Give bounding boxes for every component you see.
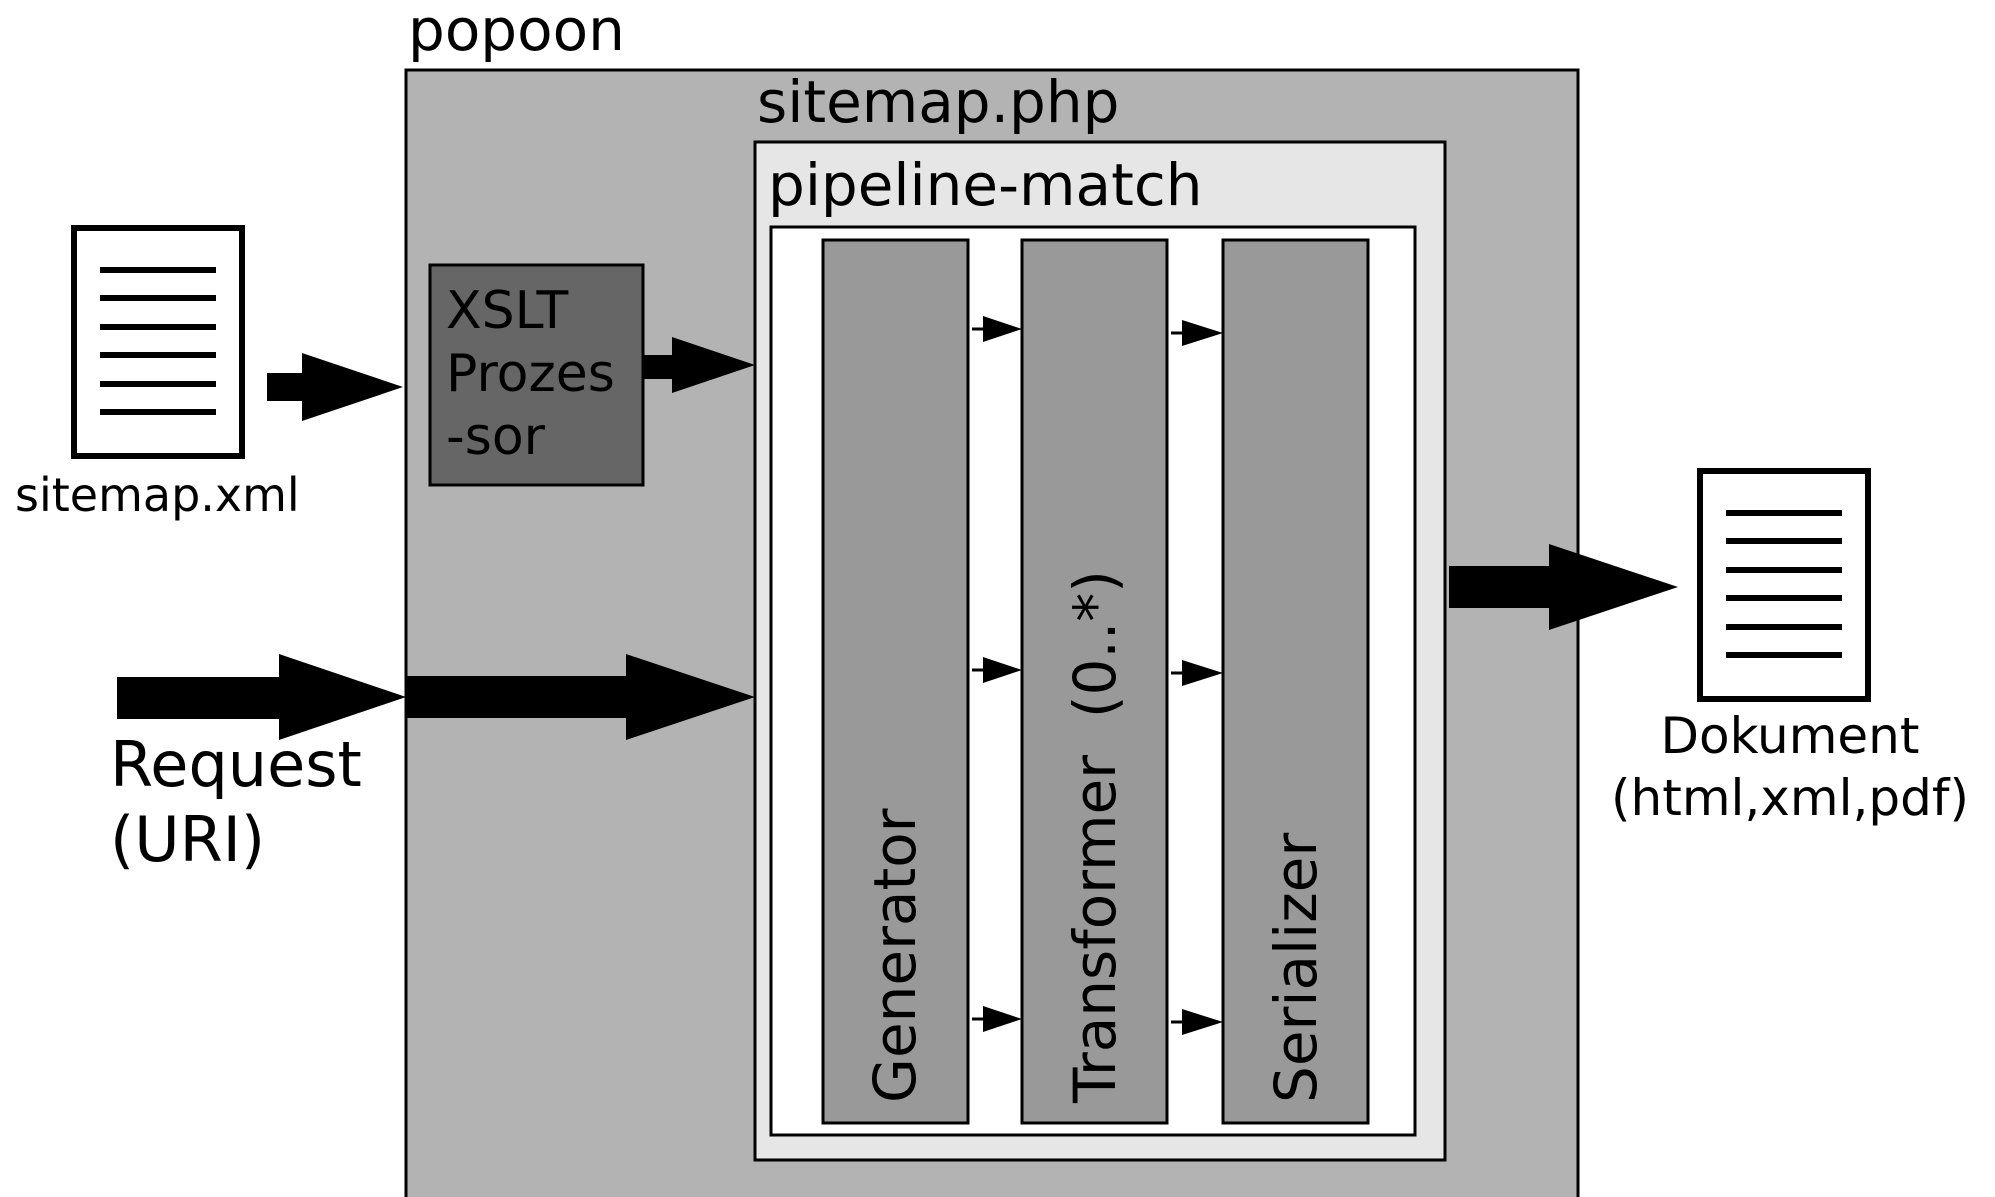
generator-label: Generator — [861, 808, 929, 1103]
xslt-processor-label-line3: -sor — [446, 407, 546, 467]
transformer-box — [1020, 238, 1169, 1125]
xslt-processor-label-line1: XSLT — [446, 281, 568, 341]
transformer-stage: Transformer (0..*) — [1020, 238, 1169, 1125]
xslt-processor-box — [428, 263, 645, 487]
serializer-stage: Serializer — [1221, 238, 1370, 1125]
generator-box — [821, 238, 970, 1125]
generator-to-transformer-arrow-top — [972, 316, 1022, 342]
request-label-line1: Request — [110, 728, 362, 801]
serializer-box — [1221, 238, 1370, 1125]
sitemap-php-label: sitemap.php — [757, 68, 1119, 136]
request-arrow — [117, 654, 755, 740]
popoon-label: popoon — [408, 0, 625, 64]
serializer-label: Serializer — [1262, 833, 1330, 1103]
transformer-to-serializer-arrow-middle — [1171, 660, 1223, 686]
sitemap-to-xslt-arrow — [267, 353, 403, 421]
dokument-label-line1: Dokument — [1661, 707, 1920, 765]
transformer-to-serializer-arrow-bottom — [1171, 1009, 1223, 1035]
document-icon — [71, 225, 245, 459]
transformer-to-serializer-arrow-top — [1171, 320, 1223, 346]
document-icon — [1697, 468, 1871, 702]
sitemap-xml-document: sitemap.xml — [15, 225, 300, 522]
generator-to-transformer-arrow-middle — [972, 657, 1022, 683]
dokument-label-line2: (html,xml,pdf) — [1611, 769, 1969, 827]
xslt-to-pipeline-arrow — [643, 337, 755, 393]
request-label-line2: (URI) — [110, 803, 265, 876]
stage-arrows — [972, 316, 1223, 1035]
sitemap-xml-label: sitemap.xml — [15, 468, 300, 522]
dokument-output: Dokument (html,xml,pdf) — [1611, 468, 1969, 827]
pipeline-match-label: pipeline-match — [768, 151, 1202, 219]
generator-stage: Generator — [821, 238, 970, 1125]
xslt-processor: XSLT Prozes -sor — [428, 263, 645, 487]
transformer-label: Transformer (0..*) — [1061, 570, 1129, 1104]
xslt-processor-label-line2: Prozes — [446, 344, 615, 404]
generator-to-transformer-arrow-bottom — [972, 1006, 1022, 1032]
output-arrow — [1449, 544, 1678, 630]
